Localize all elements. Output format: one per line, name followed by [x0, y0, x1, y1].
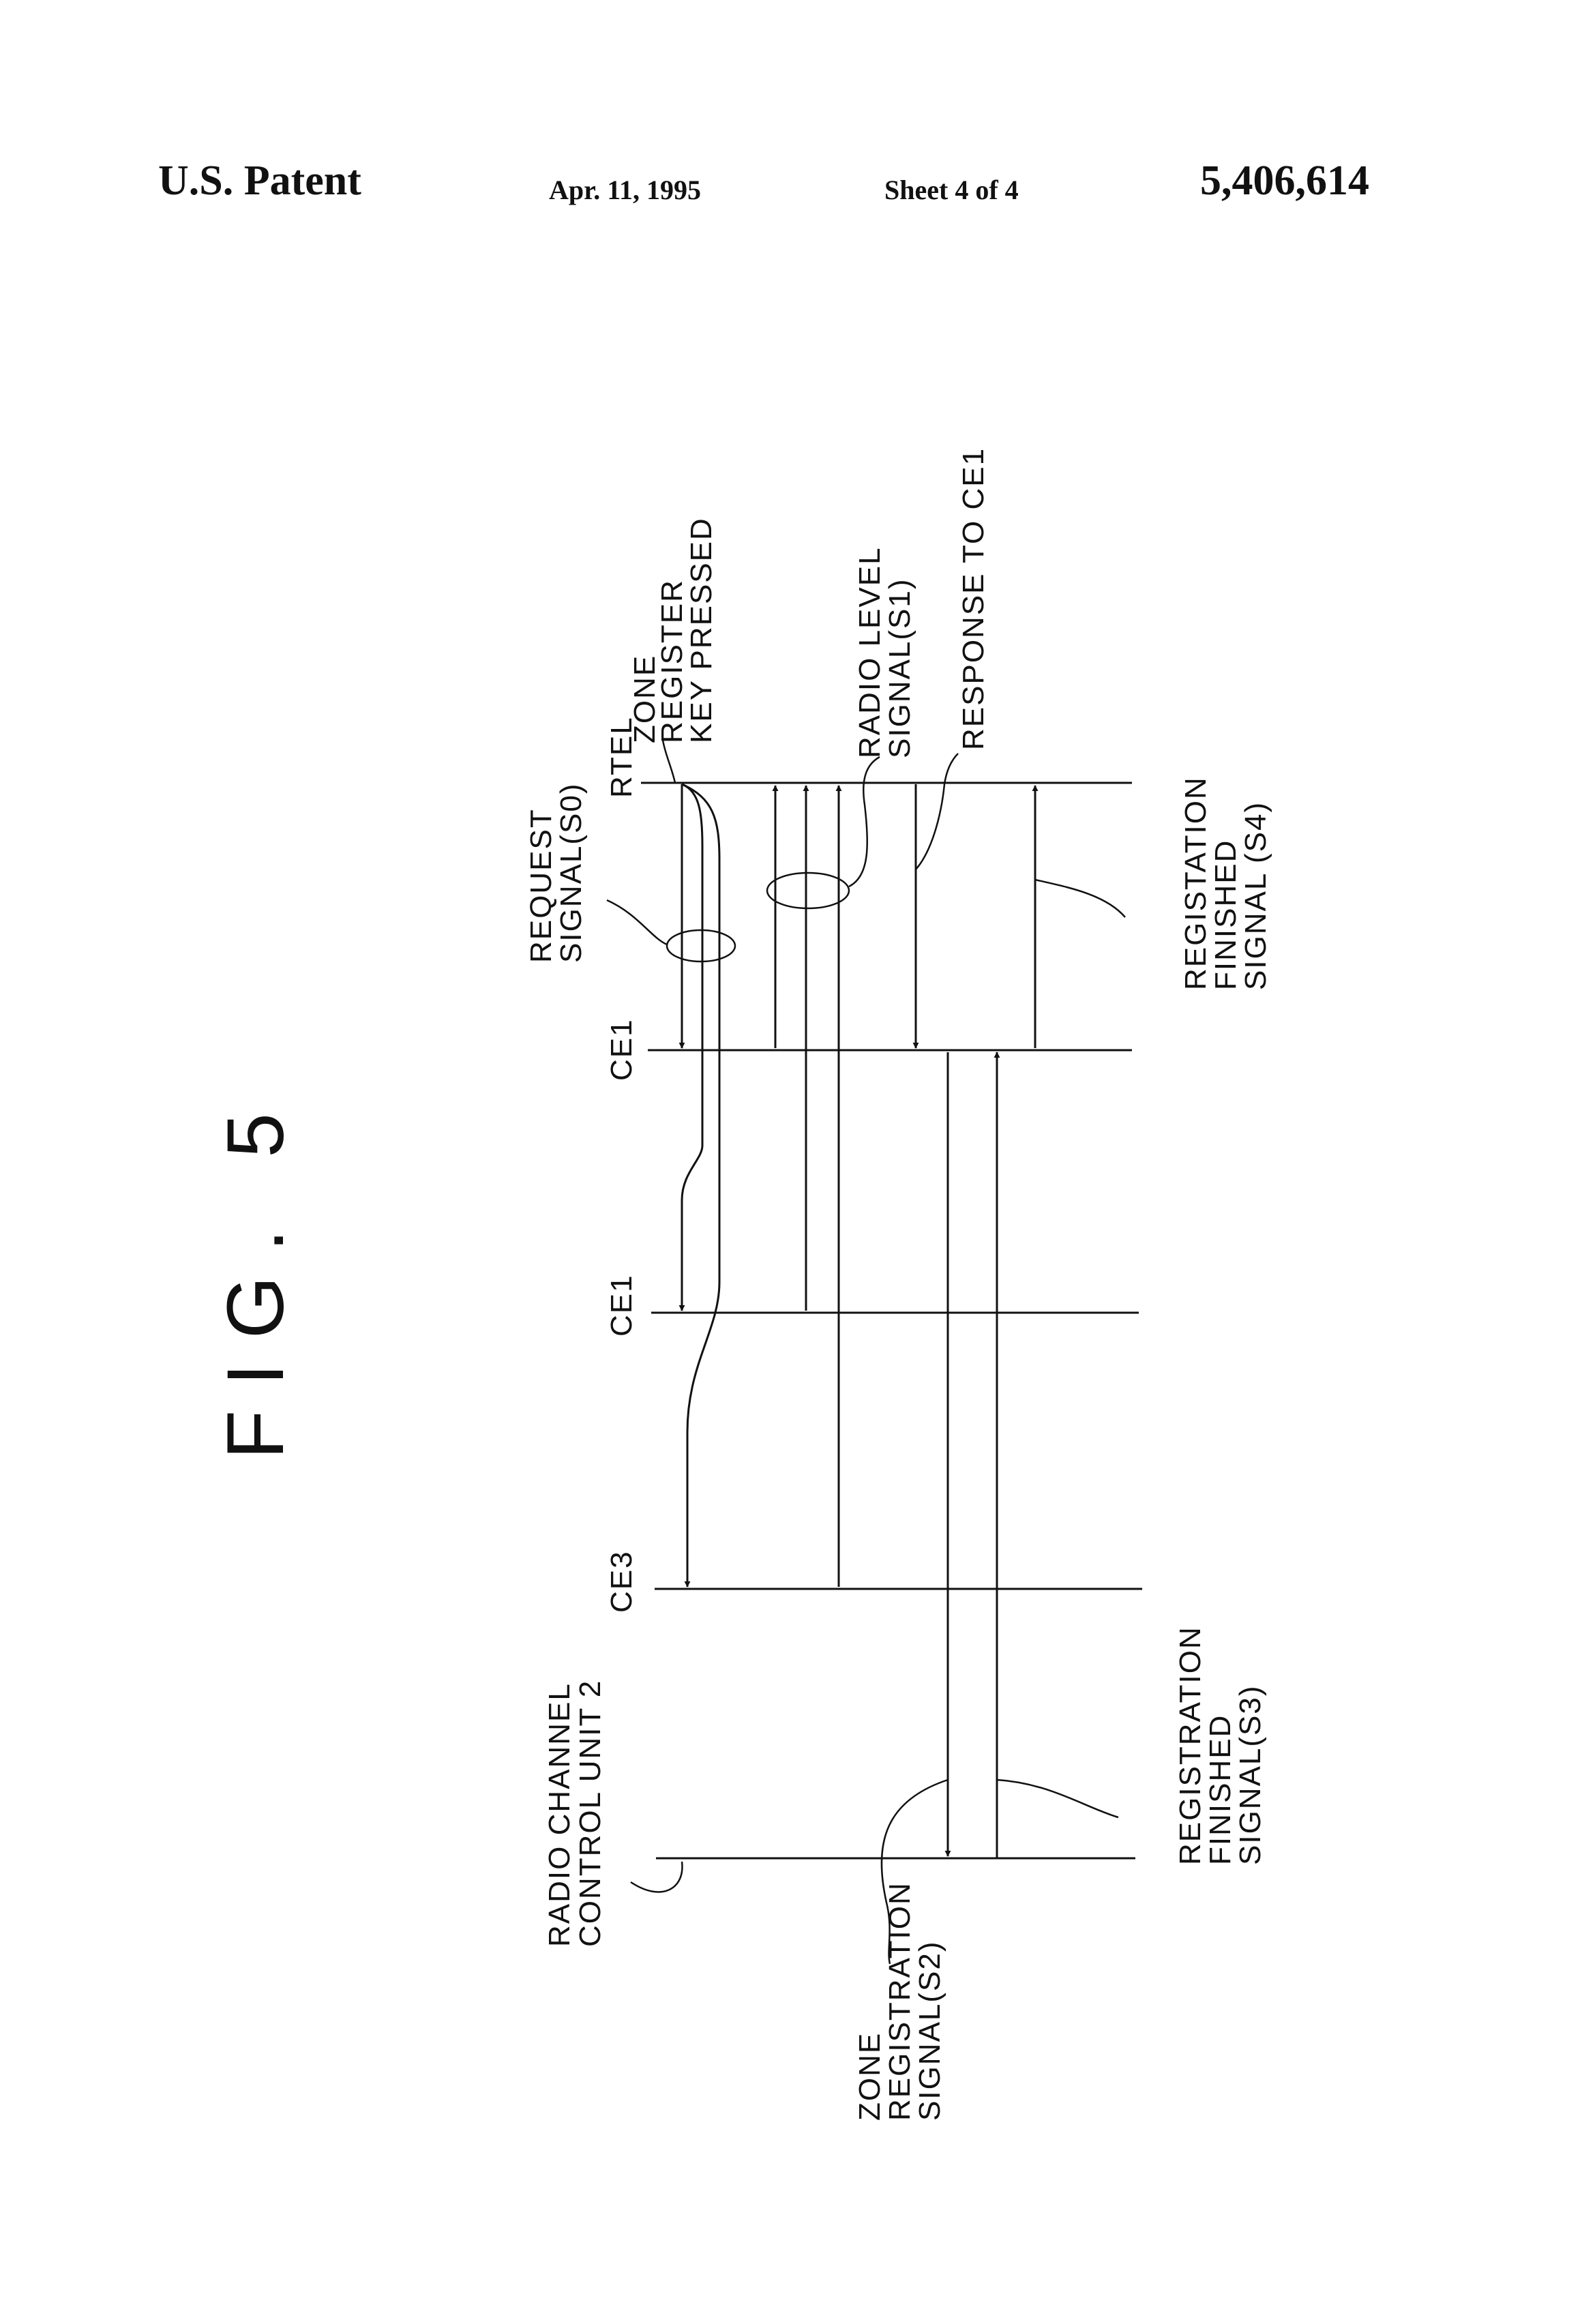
- response-leader: [916, 754, 958, 869]
- request-signal-ellipse: [667, 930, 735, 962]
- registration-s3-leader: [997, 1780, 1118, 1817]
- station-label-ce1-second: CE1: [605, 1274, 638, 1337]
- station-label-radio-channel-line2: CONTROL UNIT 2: [573, 1680, 607, 1947]
- registration-s4-label-line2: FINISHED: [1209, 839, 1242, 990]
- radio-channel-leader: [631, 1862, 682, 1892]
- station-label-radio-channel-line1: RADIO CHANNEL: [543, 1682, 576, 1947]
- radio-level-leader: [849, 757, 880, 887]
- request-arrow-ce1-second: [682, 784, 702, 1311]
- radio-level-label-line1: RADIO LEVEL: [853, 546, 886, 758]
- registration-s4-label-line1: REGISTATION: [1179, 776, 1212, 990]
- station-label-ce1-first: CE1: [605, 1018, 638, 1081]
- registration-s3-label-line3: SIGNAL(S3): [1234, 1684, 1267, 1865]
- figure-title: FIG. 5: [211, 1088, 301, 1459]
- registration-s4-label-line3: SIGNAL (S4): [1239, 801, 1272, 990]
- zone-registration-s2-label-line2: REGISTRATION: [883, 1881, 916, 2121]
- radio-level-label-line2: SIGNAL(S1): [883, 578, 916, 758]
- station-label-ce3: CE3: [605, 1550, 638, 1613]
- zone-key-label-line3: KEY PRESSED: [685, 517, 718, 743]
- response-label: RESPONSE TO CE1: [957, 447, 990, 750]
- radio-level-ellipse: [767, 873, 849, 908]
- request-arrow-ce3: [682, 784, 719, 1587]
- registration-s3-label-line1: REGISTRATION: [1174, 1626, 1207, 1865]
- zone-registration-s2-label-line3: SIGNAL(S2): [913, 1940, 946, 2121]
- request-label-line1: REQUEST: [524, 808, 558, 963]
- registration-s4-leader: [1035, 880, 1125, 917]
- zone-registration-s2-label-line1: ZONE: [853, 2032, 886, 2121]
- request-label-line2: SIGNAL(S0): [554, 782, 588, 963]
- zone-key-label-line2: REGISTER: [655, 579, 689, 743]
- registration-s3-label-line2: FINISHED: [1204, 1714, 1237, 1865]
- request-signal-leader: [607, 900, 667, 944]
- zone-key-leader: [663, 740, 675, 783]
